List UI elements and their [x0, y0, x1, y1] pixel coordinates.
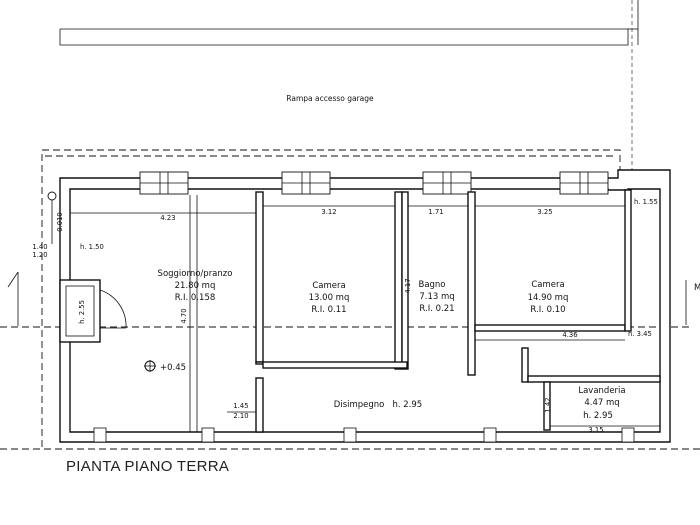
room-camera-2: Camera 14.90 mq R.I. 0.10	[528, 280, 569, 315]
svg-text:3.15: 3.15	[588, 426, 603, 434]
svg-text:R.I. 0.158: R.I. 0.158	[175, 293, 216, 303]
room-camera-1: Camera 13.00 mq R.I. 0.11	[309, 281, 350, 315]
room-bagno: Bagno 7.13 mq R.I. 0.21	[418, 280, 454, 314]
svg-text:h. 2.95: h. 2.95	[583, 411, 613, 421]
svg-text:Bagno: Bagno	[418, 280, 445, 290]
stair-box	[59, 279, 127, 343]
dimension-lines	[51, 200, 660, 427]
windows	[93, 171, 635, 443]
svg-text:1.71: 1.71	[428, 208, 443, 216]
svg-text:1.40: 1.40	[32, 243, 47, 251]
section-mark: M	[694, 283, 700, 293]
svg-text:1.42: 1.42	[544, 397, 552, 412]
room-disimpegno: Disimpegno h. 2.95	[334, 400, 422, 410]
svg-text:2.10: 2.10	[233, 412, 248, 420]
svg-text:h. 3.45: h. 3.45	[628, 330, 652, 338]
svg-text:1.20: 1.20	[32, 251, 47, 259]
svg-text:1.45: 1.45	[233, 402, 248, 410]
svg-text:4.70: 4.70	[180, 308, 188, 323]
svg-text:0.010: 0.010	[56, 212, 64, 231]
svg-text:Lavanderia: Lavanderia	[578, 386, 625, 396]
svg-text:13.00 mq: 13.00 mq	[309, 293, 350, 303]
svg-text:R.I. 0.10: R.I. 0.10	[530, 305, 565, 315]
svg-text:4.36: 4.36	[562, 331, 577, 339]
svg-text:h. 2.55: h. 2.55	[78, 300, 86, 324]
svg-text:Camera: Camera	[531, 280, 564, 290]
ramp-label: Rampa accesso garage	[286, 94, 374, 103]
svg-text:3.25: 3.25	[537, 208, 552, 216]
svg-text:h. 1.50: h. 1.50	[80, 243, 104, 251]
svg-text:21.80 mq: 21.80 mq	[175, 281, 216, 291]
level-marker	[47, 191, 156, 372]
svg-text:7.13 mq: 7.13 mq	[419, 292, 454, 302]
interior-walls	[189, 189, 661, 433]
svg-text:R.I. 0.21: R.I. 0.21	[419, 304, 454, 314]
dimension-labels: 4.23 3.12 1.71 3.25 4.36 3.15 4.70 4.17 …	[32, 198, 657, 434]
svg-text:+0.45: +0.45	[160, 363, 186, 373]
svg-text:4.17: 4.17	[404, 278, 412, 293]
plan-title: PIANTA PIANO TERRA	[66, 458, 229, 475]
svg-text:3.12: 3.12	[321, 208, 336, 216]
garage-ramp	[59, 0, 639, 175]
svg-text:R.I. 0.11: R.I. 0.11	[311, 305, 346, 315]
svg-text:14.90 mq: 14.90 mq	[528, 293, 569, 303]
svg-text:Soggiorno/pranzo: Soggiorno/pranzo	[158, 269, 233, 279]
svg-text:4.47 mq: 4.47 mq	[584, 398, 619, 408]
roof-outline	[0, 149, 700, 450]
svg-text:Disimpegno h. 2.95: Disimpegno h. 2.95	[334, 400, 422, 410]
room-soggiorno: Soggiorno/pranzo 21.80 mq R.I. 0.158	[158, 269, 233, 303]
svg-text:Camera: Camera	[312, 281, 345, 291]
svg-text:4.23: 4.23	[160, 214, 175, 222]
svg-text:h. 1.55: h. 1.55	[634, 198, 658, 206]
room-lavanderia: Lavanderia 4.47 mq h. 2.95	[578, 386, 625, 421]
